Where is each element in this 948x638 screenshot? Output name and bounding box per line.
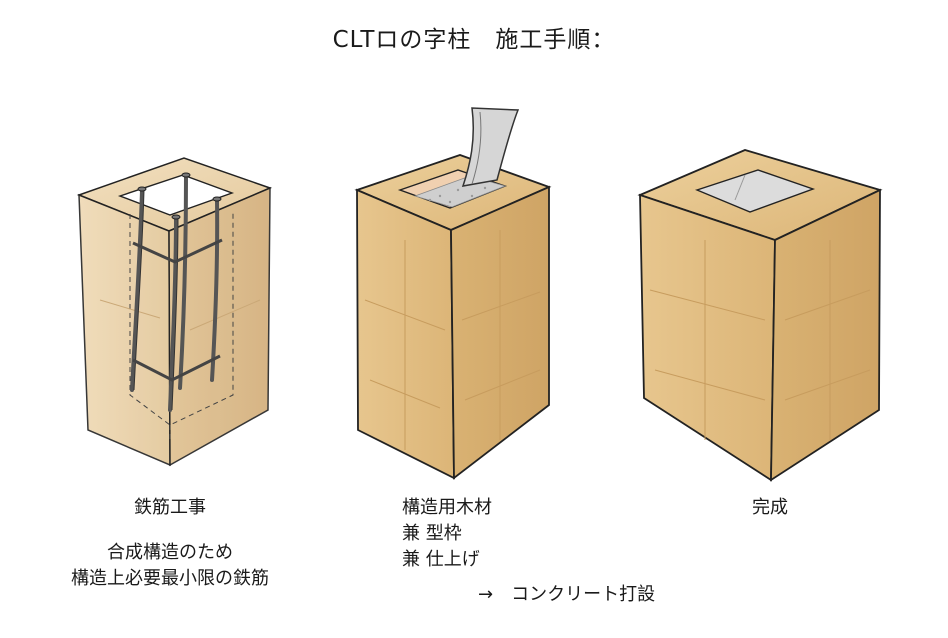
step1-notes: 合成構造のため 構造上必要最小限の鉄筋 [45, 540, 295, 592]
step2-label: 構造用木材 [402, 497, 492, 518]
column3-top-opening [694, 169, 816, 213]
step1-caption: 鉄筋工事 [90, 495, 250, 521]
column3-right-face [770, 188, 881, 482]
page-title: CLTロの字柱 施工手順： [332, 27, 616, 53]
column1-left-face [78, 193, 171, 467]
column3-left-face [639, 193, 776, 482]
step2-note-3: → コンクリート打設 [478, 584, 656, 605]
step2-note-1: 兼 型枠 [402, 523, 462, 544]
step2-note-2: 兼 仕上げ [402, 549, 480, 570]
column-complete [637, 149, 883, 482]
rebar-bars [130, 174, 220, 412]
step2-caption: 構造用木材 兼 型枠 兼 仕上げ [402, 495, 492, 573]
column-formwork [354, 107, 552, 480]
step3-label: 完成 [752, 497, 788, 518]
step1-note-2: 構造上必要最小限の鉄筋 [71, 568, 269, 589]
construction-steps-illustration [76, 107, 883, 482]
step3-caption: 完成 [700, 495, 840, 521]
step1-label: 鉄筋工事 [134, 497, 206, 518]
column-rebar [76, 157, 273, 467]
column1-top-opening [117, 174, 235, 216]
rebar-hoops [132, 238, 223, 382]
concrete-fill [413, 175, 507, 208]
step1-note-1: 合成構造のため [107, 542, 233, 563]
